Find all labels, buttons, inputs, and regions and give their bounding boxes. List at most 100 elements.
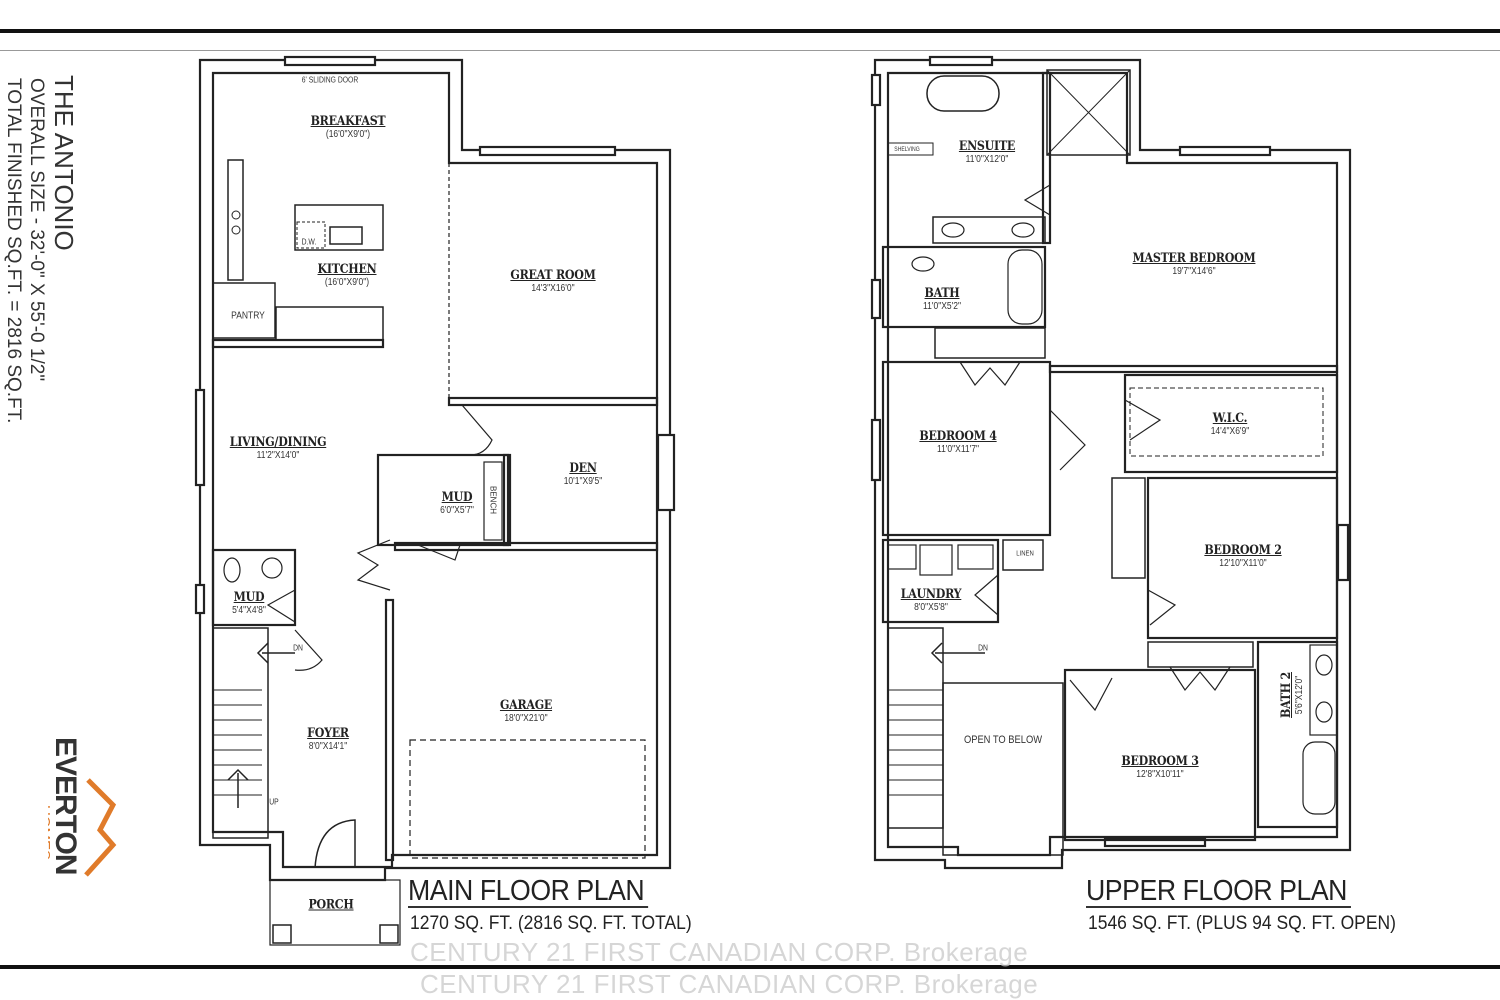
window (194, 388, 206, 487)
great-room-bottom-wall (447, 396, 659, 407)
sink (1315, 701, 1333, 723)
stair-arrow (930, 642, 985, 664)
room-dims: (16'0"X9'0") (324, 277, 370, 288)
room-dims: 14'3"X16'0" (531, 283, 575, 294)
closet-door (356, 539, 391, 591)
door-swing (1069, 677, 1113, 712)
stairs (212, 627, 269, 839)
counter (275, 306, 384, 341)
room-kitchen: KITCHEN(16'0"X9'0") (312, 262, 381, 288)
closet (1147, 641, 1254, 668)
pantry (212, 282, 276, 339)
room-dims: 6'0"X5'7" (440, 505, 474, 516)
window (928, 55, 994, 67)
stair-treads (213, 689, 262, 796)
room-name: BATH 2 (1279, 672, 1294, 718)
room-name: BATH (924, 286, 960, 301)
kitchen-wall (211, 338, 385, 349)
room-name: FOYER (307, 726, 349, 741)
stair-arrow (227, 768, 249, 808)
laundry (881, 538, 1000, 624)
stair-treads (888, 689, 943, 796)
room-dims: 10'1"X9'5" (563, 476, 603, 487)
main-floor-title: MAIN FLOOR PLAN (408, 876, 648, 908)
tub (957, 544, 994, 570)
closet-door (959, 361, 1021, 386)
svg-text:EVERTON: EVERTON (49, 737, 82, 874)
garage-left-wall (384, 598, 395, 862)
room-dims: 19'7"X14'6" (1172, 266, 1216, 277)
room-dims: 12'10"X11'0" (1219, 558, 1267, 569)
pantry-label: PANTRY (231, 310, 265, 322)
window (1178, 145, 1272, 157)
room-dims: 12'8"X10'11" (1136, 769, 1184, 780)
bench (483, 461, 503, 541)
upper-floor-walls (870, 55, 1352, 870)
shower-x (1046, 69, 1131, 156)
cooktop (231, 225, 241, 235)
window (656, 433, 676, 512)
dishwasher-label: D.W. (301, 237, 317, 247)
door-swing (266, 589, 296, 623)
room-name: MASTER BEDROOM (1132, 251, 1256, 266)
bath-room (881, 245, 1047, 329)
room-dims: 14'4"X6'9" (1210, 426, 1250, 437)
window (870, 278, 882, 320)
bathtub (1302, 741, 1336, 815)
room-name: LIVING/DINING (229, 435, 327, 450)
room-dims: 18'0"X21'0" (504, 713, 548, 724)
room-name: BEDROOM 4 (919, 429, 997, 444)
sliding-door-note: 6' SLIDING DOOR (301, 75, 359, 85)
room-name: GARAGE (499, 698, 553, 713)
room-dims: 11'0"X5'2" (923, 301, 961, 312)
shower (1046, 69, 1131, 156)
stairs (887, 627, 944, 829)
master-bottom-wall (1048, 364, 1339, 374)
open-to-below-label: OPEN TO BELOW (963, 734, 1043, 746)
watermark: CENTURY 21 FIRST CANADIAN CORP. Brokerag… (420, 969, 1039, 999)
toilet (223, 557, 241, 583)
bathtub (926, 75, 1000, 112)
room-dims: 11'0"X11'7" (936, 444, 980, 455)
vanity (932, 216, 1046, 244)
room-wic: W.I.C.14'4"X6'9" (1207, 411, 1252, 437)
window (870, 73, 882, 107)
sink (941, 222, 965, 238)
stairs-down-label: DN (293, 643, 303, 653)
bedroom-4 (881, 360, 1052, 537)
top-border (0, 29, 1500, 33)
room-name: MUD (233, 590, 265, 605)
room-name: BREAKFAST (310, 114, 386, 129)
closet-door (1169, 666, 1231, 692)
mud-room (376, 453, 510, 547)
room-name: ENSUITE (958, 139, 1016, 154)
stairs-down-label: DN (978, 643, 988, 653)
kitchen-island (294, 204, 384, 251)
upper-outer-wall (873, 58, 1352, 870)
room-name: LAUNDRY (900, 587, 962, 602)
room-porch: PORCH (304, 898, 357, 913)
bench-label: BENCH (488, 485, 498, 515)
window (1336, 523, 1350, 582)
upper-floor-title: UPPER FLOOR PLAN (1086, 876, 1351, 908)
closet (934, 327, 1046, 359)
door-swing (1124, 399, 1162, 441)
sink (1011, 222, 1035, 238)
wic (1123, 373, 1339, 474)
door-swing (1147, 589, 1177, 626)
room-name: MUD (441, 490, 473, 505)
room-name: W.I.C. (1212, 411, 1248, 426)
door-swing (461, 404, 493, 456)
room-dims: 11'0"X12'0" (965, 154, 1009, 165)
mountain-logo-icon: EVERTON HOMES (36, 737, 117, 877)
top-border-thin (0, 50, 1500, 51)
